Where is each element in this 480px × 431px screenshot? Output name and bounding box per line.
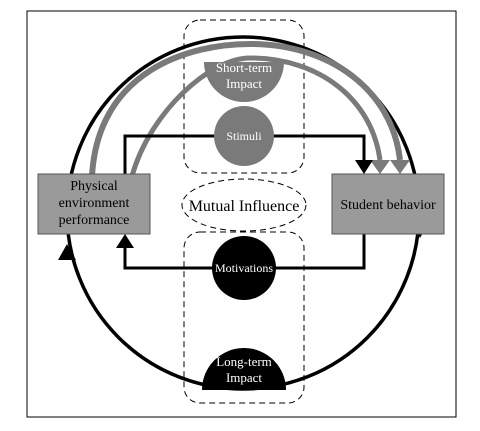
long-term-dashed-band [183,231,305,404]
stimuli-arrowhead [355,160,373,174]
physical-environment-box [37,173,151,235]
short-term-label-line-2: Impact [226,76,262,91]
short-term-arc-arrow [89,40,403,177]
figure-frame [26,10,457,418]
mutual-influence-node [181,178,307,232]
motivations-label: Motivations [215,261,273,275]
short-term-impact-node [204,62,284,102]
physical-environment-label-line-2: environment [59,196,130,211]
motivations-arrowhead [116,234,134,248]
physical-environment-label-line-1: Physical [70,179,118,194]
short-term-arrowhead-outer [390,160,410,174]
long-term-label-line-1: Long-term [216,354,272,369]
long-term-label-line-2: Impact [226,370,262,385]
stimuli-label: Stimuli [226,129,262,143]
physical-environment-label-line-3: performance [59,213,130,228]
short-term-arrowhead-inner [370,160,390,174]
short-term-arc-arrow-inner [129,55,383,177]
student-behavior-box [331,173,445,235]
outer-circle-arrowhead-left [58,244,76,260]
motivations-node [212,236,276,300]
short-term-dashed-band [183,19,305,174]
short-term-label-line-1: Short-term [216,60,272,75]
stimuli-node [214,106,274,166]
mutual-influence-label: Mutual Influence [189,198,300,215]
student-behavior-label: Student behavior [340,198,436,213]
long-term-impact-node [202,348,286,390]
